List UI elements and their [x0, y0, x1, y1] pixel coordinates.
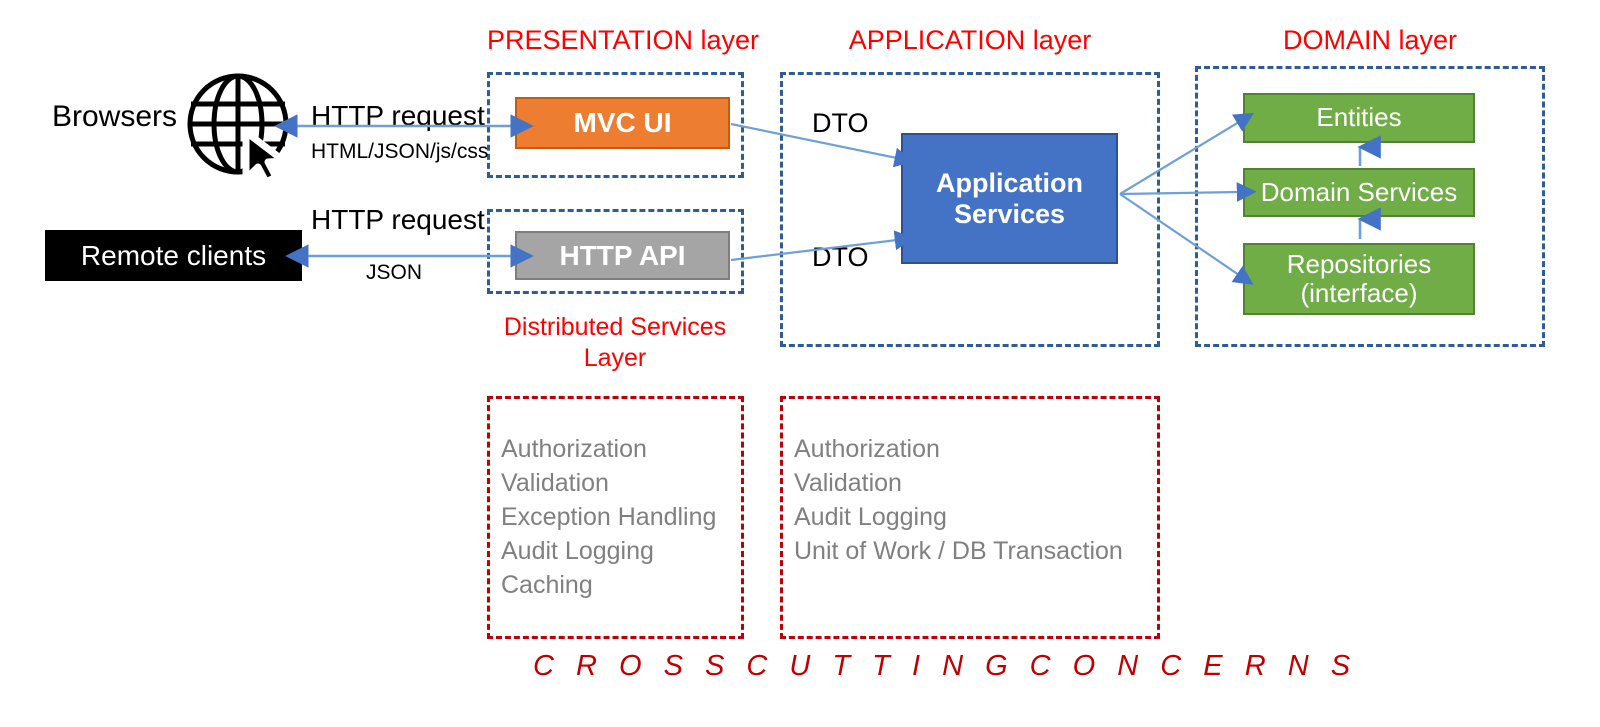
application-crosscutting-container — [780, 396, 1160, 639]
domain-services-box: Domain Services — [1243, 168, 1475, 217]
remote-http-request-label: HTTP request — [311, 204, 485, 235]
mvc-ui-box: MVC UI — [515, 97, 730, 149]
remote-clients-box: Remote clients — [45, 230, 302, 281]
dto-label-bottom: DTO — [812, 242, 869, 272]
browser-response-label: HTML/JSON/js/css — [311, 140, 489, 163]
application-crosscutting-list: Authorization Validation Audit Logging U… — [794, 435, 1123, 565]
globe-cursor-icon — [186, 72, 296, 186]
application-layer-label: APPLICATION layer — [848, 25, 1092, 55]
presentation-crosscutting-container — [487, 396, 744, 639]
cross-cutting-concerns-footer: C R O S S C U T T I N G C O N C E R N S — [533, 650, 1358, 682]
remote-response-label: JSON — [366, 261, 423, 284]
browsers-label: Browsers — [52, 100, 178, 133]
entities-box: Entities — [1243, 93, 1475, 143]
application-services-box: Application Services — [901, 133, 1118, 264]
domain-layer-label: DOMAIN layer — [1282, 25, 1458, 55]
repositories-box: Repositories (interface) — [1243, 243, 1475, 315]
http-api-box: HTTP API — [515, 231, 730, 280]
dto-label-top: DTO — [812, 108, 869, 138]
presentation-layer-label: PRESENTATION layer — [487, 25, 760, 55]
distributed-services-layer-label: Distributed Services Layer — [503, 313, 727, 373]
browser-http-request-label: HTTP request — [311, 100, 485, 131]
presentation-crosscutting-list: Authorization Validation Exception Handl… — [501, 435, 717, 599]
